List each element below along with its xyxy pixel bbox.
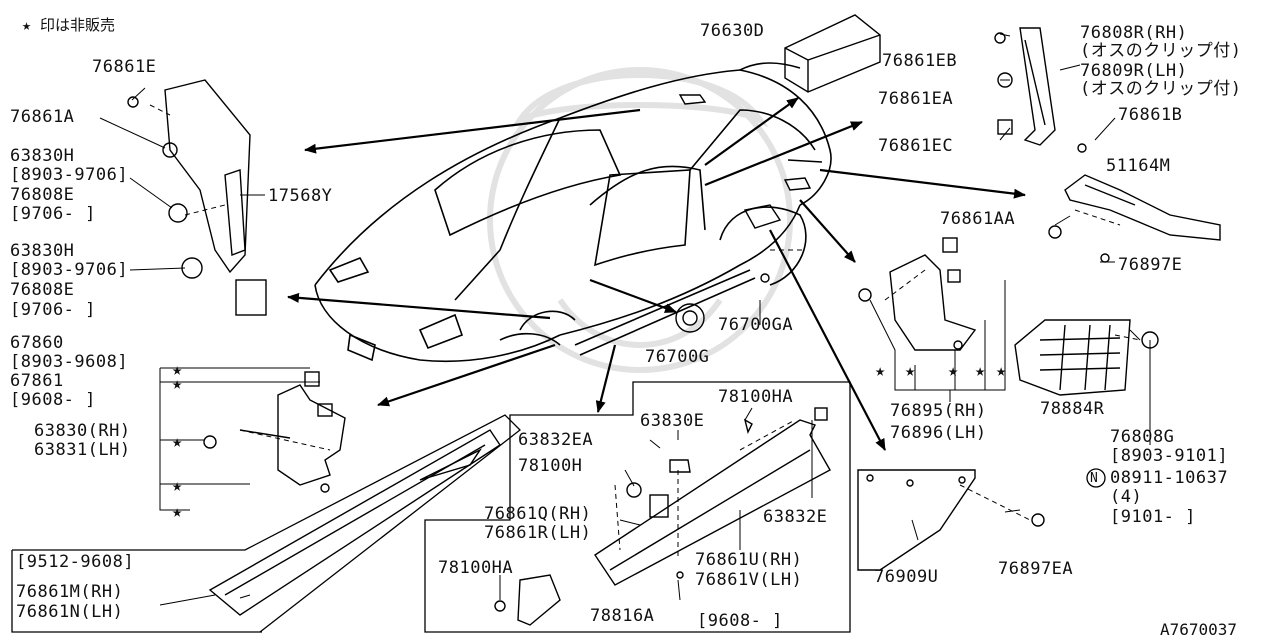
- part-76861Q: 76861Q(RH): [484, 504, 592, 524]
- part-76808R: 76808R(RH): [1080, 23, 1188, 43]
- part-63830E: 63830E: [640, 411, 705, 431]
- part-76896: 76896(LH): [890, 423, 987, 443]
- part-63830H-1-range: [8903-9706]: [10, 165, 129, 185]
- part-78884R: 78884R: [1040, 399, 1105, 419]
- part-76808G-range: [8903-9101]: [1110, 446, 1229, 466]
- part-76861EA: 76861EA: [878, 89, 954, 109]
- part-76861N: 76861N(LH): [16, 602, 124, 622]
- part-63830H-1: 63830H: [10, 146, 75, 166]
- star-marker: ★: [172, 502, 183, 522]
- diagram-code: A7670037: [1160, 620, 1238, 639]
- car-body-outline: [314, 62, 832, 363]
- part-76895: 76895(RH): [890, 401, 987, 421]
- part-76861U: 76861U(RH): [695, 550, 803, 570]
- part-67861: 67861: [10, 371, 64, 391]
- part-76808E-2-range: [9706- ]: [10, 300, 96, 320]
- part-76861E: 76861E: [92, 57, 157, 77]
- part-76700G: 76700G: [645, 347, 710, 367]
- part-76700GA: 76700GA: [718, 315, 794, 335]
- part-08911-qty: (4): [1110, 487, 1143, 507]
- star-marker: ★: [996, 361, 1007, 381]
- part-76808G: 76808G: [1110, 427, 1175, 447]
- part-76861EB: 76861EB: [882, 51, 958, 71]
- part-78100H: 78100H: [518, 456, 583, 476]
- part-67860: 67860: [10, 333, 64, 353]
- star-marker: ★: [172, 360, 183, 380]
- group-frames: [11, 381, 851, 633]
- part-76808E-2: 76808E: [10, 280, 75, 300]
- non-sale-note: ★ 印は非販売: [22, 16, 116, 34]
- star-marker: ★: [172, 432, 183, 452]
- part-76861AA: 76861AA: [940, 209, 1016, 229]
- part-76808E-1: 76808E: [10, 185, 75, 205]
- part-67860-range: [8903-9608]: [10, 352, 129, 372]
- part-76897EA: 76897EA: [998, 559, 1074, 579]
- leader-arrows: [287, 97, 1026, 451]
- part-17568Y: 17568Y: [268, 186, 333, 206]
- star-marker: ★: [948, 361, 959, 381]
- part-76909U: 76909U: [874, 567, 939, 587]
- part-76861V: 76861V(LH): [695, 570, 803, 590]
- range-9608: [9608- ]: [697, 611, 783, 631]
- part-76861R: 76861R(LH): [484, 523, 592, 543]
- part-76861EC: 76861EC: [878, 136, 954, 156]
- part-63830H-2: 63830H: [10, 241, 75, 261]
- part-08911-range: [9101- ]: [1110, 507, 1196, 527]
- range-9512-9608: [9512-9608]: [16, 552, 135, 572]
- part-76861M: 76861M(RH): [16, 582, 124, 602]
- star-marker: ★: [905, 361, 916, 381]
- part-76861B: 76861B: [1118, 105, 1183, 125]
- part-63832E: 63832E: [763, 507, 828, 527]
- part-63830H-2-range: [8903-9706]: [10, 260, 129, 280]
- part-76808E-1-range: [9706- ]: [10, 204, 96, 224]
- star-marker: ★: [975, 361, 986, 381]
- part-78100HA-2: 78100HA: [438, 558, 514, 578]
- part-76809R-note: (オスのクリップ付): [1080, 79, 1242, 99]
- leader-lines: [99, 33, 1151, 606]
- part-76897E: 76897E: [1118, 255, 1183, 275]
- star-marker: ★: [172, 374, 183, 394]
- part-76809R: 76809R(LH): [1080, 61, 1188, 81]
- n-symbol-circle: [1086, 468, 1106, 488]
- part-67861-range: [9608- ]: [10, 390, 96, 410]
- star-marker: ★: [172, 476, 183, 496]
- part-63830RH: 63830(RH): [34, 421, 131, 441]
- star-marker: ★: [875, 361, 886, 381]
- part-78816A: 78816A: [590, 606, 655, 626]
- part-63832EA: 63832EA: [518, 430, 594, 450]
- part-51164M: 51164M: [1106, 156, 1171, 176]
- part-76808R-note: (オスのクリップ付): [1080, 41, 1242, 61]
- part-08911: 08911-10637: [1110, 468, 1229, 488]
- part-sketches: [127, 14, 1221, 626]
- part-63831LH: 63831(LH): [34, 440, 131, 460]
- part-76861A: 76861A: [10, 107, 75, 127]
- part-76630D: 76630D: [700, 21, 765, 41]
- part-78100HA-1: 78100HA: [718, 387, 794, 407]
- n-symbol-letter: N: [1090, 471, 1099, 486]
